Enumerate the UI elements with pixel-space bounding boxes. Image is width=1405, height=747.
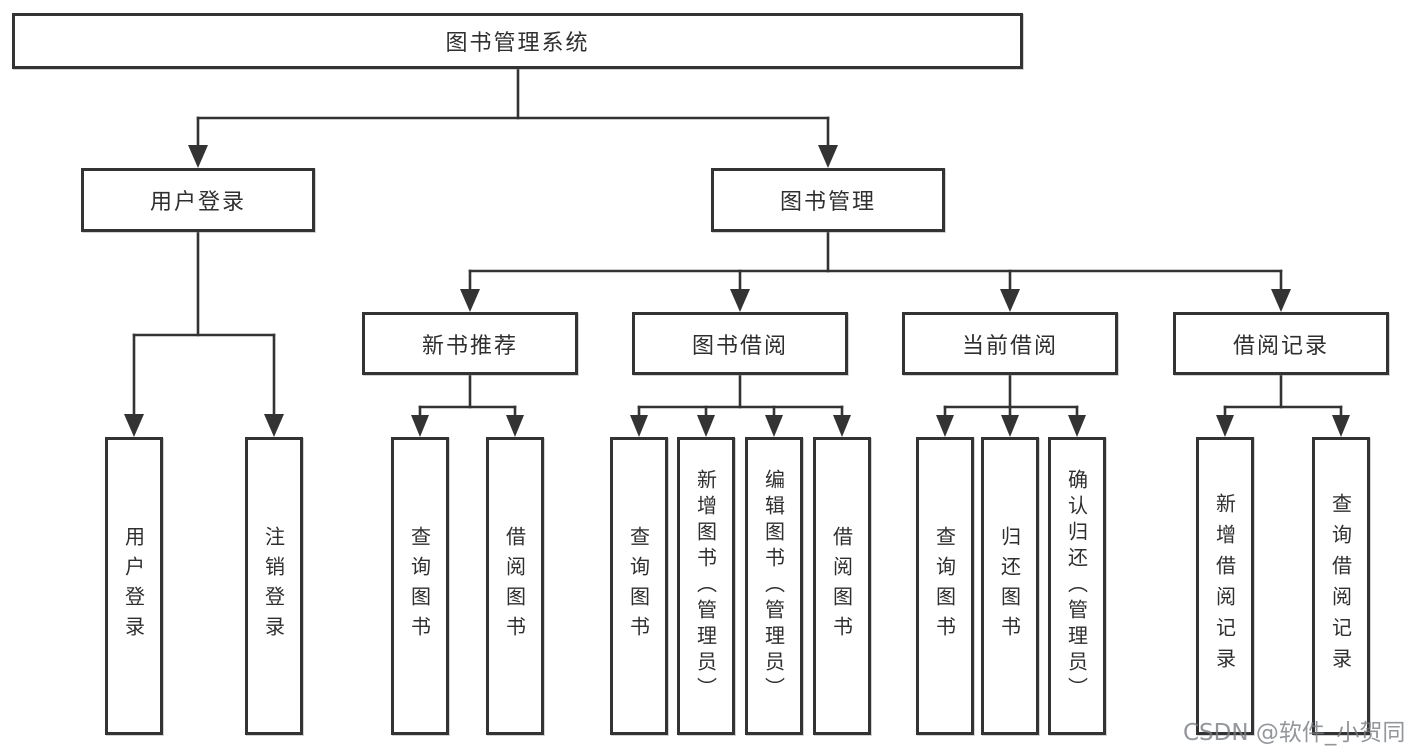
node-borrow-records: 借阅记录 (1173, 312, 1389, 375)
node-user-login: 用户登录 (81, 168, 315, 232)
connector-book-borrow-children (630, 373, 851, 437)
leaf-logout-login: 注销登录 (245, 437, 303, 735)
node-current-borrow-label: 当前借阅 (961, 333, 1058, 359)
leaf-query-books-recommend: 查询图书 (391, 437, 449, 735)
node-borrow-records-label: 借阅记录 (1232, 333, 1329, 359)
leaf-query-books-current: 查询图书 (916, 437, 974, 735)
connector-borrow-records-children (1216, 373, 1350, 437)
leaf-return-books-label: 归还图书 (997, 526, 1022, 646)
leaf-edit-books-admin: 编辑图书（管理员） (745, 437, 803, 735)
leaf-borrow-books-recommend-label: 借阅图书 (502, 526, 527, 646)
csdn-watermark: CSDN @软件_小贺同学 (1183, 720, 1405, 746)
node-book-management-label: 图书管理 (779, 190, 876, 215)
leaf-user-login-label: 用户登录 (121, 526, 146, 646)
leaf-query-books-recommend-label: 查询图书 (407, 526, 432, 646)
leaf-add-books-admin: 新增图书（管理员） (677, 437, 735, 735)
node-root-library-system: 图书管理系统 (12, 13, 1023, 69)
node-book-management: 图书管理 (711, 168, 945, 232)
leaf-query-books-current-label: 查询图书 (932, 526, 957, 646)
leaf-add-borrow-record-label: 新增借阅记录 (1212, 493, 1237, 679)
leaf-edit-books-admin-label: 编辑图书（管理员） (761, 469, 786, 703)
connector-new-book-children (411, 373, 524, 437)
leaf-query-borrow-record-label: 查询借阅记录 (1328, 493, 1353, 679)
leaf-add-books-admin-label: 新增图书（管理员） (693, 469, 718, 703)
connector-current-borrow-children (936, 373, 1086, 437)
node-book-borrow-label: 图书借阅 (691, 333, 788, 359)
connector-root-to-level2 (188, 67, 838, 168)
leaf-query-books-borrow-label: 查询图书 (626, 526, 651, 646)
leaf-borrow-books: 借阅图书 (813, 437, 871, 735)
leaf-user-login: 用户登录 (105, 437, 163, 735)
leaf-confirm-return-admin: 确认归还（管理员） (1048, 437, 1106, 735)
leaf-add-borrow-record: 新增借阅记录 (1196, 437, 1254, 735)
node-user-login-label: 用户登录 (149, 190, 246, 215)
leaf-query-borrow-record: 查询借阅记录 (1312, 437, 1370, 735)
node-new-book-recommend-label: 新书推荐 (421, 333, 518, 359)
leaf-borrow-books-recommend: 借阅图书 (486, 437, 544, 735)
node-root-label: 图书管理系统 (445, 31, 590, 56)
node-book-borrow: 图书借阅 (632, 312, 848, 375)
leaf-confirm-return-admin-label: 确认归还（管理员） (1064, 469, 1089, 703)
node-current-borrow: 当前借阅 (902, 312, 1118, 375)
leaf-borrow-books-label: 借阅图书 (829, 526, 854, 646)
leaf-query-books-borrow: 查询图书 (610, 437, 668, 735)
connector-user-login-children (124, 230, 284, 437)
node-new-book-recommend: 新书推荐 (362, 312, 578, 375)
connector-book-management-children (460, 230, 1291, 312)
leaf-return-books: 归还图书 (981, 437, 1039, 735)
leaf-logout-login-label: 注销登录 (261, 526, 286, 646)
